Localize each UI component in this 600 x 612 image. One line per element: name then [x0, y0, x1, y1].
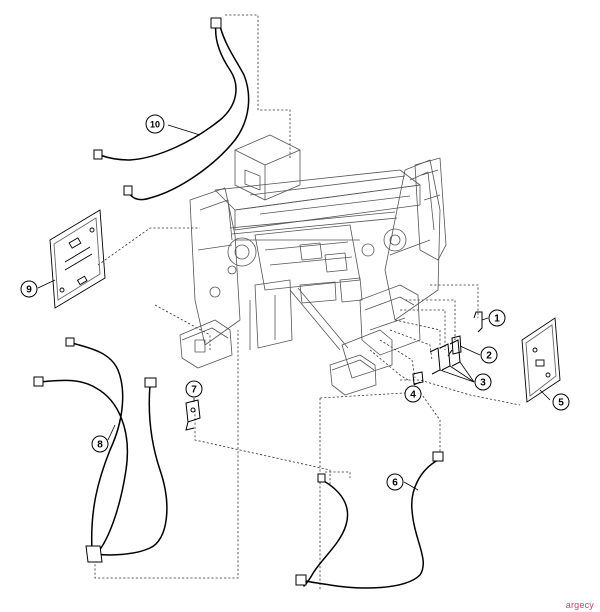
callout-leaders [37, 124, 551, 491]
svg-text:6: 6 [392, 478, 398, 489]
svg-text:10: 10 [150, 120, 160, 130]
svg-text:3: 3 [480, 378, 486, 389]
cable-8-connectors [33, 337, 157, 563]
parts-1-to-4 [412, 311, 483, 385]
callout-3: 3 [474, 373, 492, 391]
svg-text:7: 7 [191, 385, 197, 396]
svg-text:9: 9 [26, 285, 32, 296]
callouts: 1 2 3 4 5 6 7 8 [20, 114, 570, 491]
callout-1: 1 [488, 309, 506, 327]
callout-8: 8 [91, 435, 109, 453]
cable-6-connectors [295, 451, 444, 586]
callout-7: 7 [185, 380, 203, 398]
leader-lines [94, 14, 521, 590]
cable-10 [99, 23, 250, 201]
watermark-text: argecy [565, 600, 594, 610]
cable-8 [39, 342, 168, 556]
svg-text:4: 4 [410, 390, 416, 401]
svg-text:5: 5 [558, 398, 564, 409]
callout-6: 6 [386, 473, 404, 491]
cable-10-connectors [93, 17, 222, 196]
callout-4: 4 [404, 385, 422, 403]
board-9 [49, 209, 106, 309]
callout-5: 5 [552, 393, 570, 411]
callout-9: 9 [20, 280, 38, 298]
printer-frame [179, 134, 447, 396]
board-5 [521, 317, 561, 403]
callout-10: 10 [145, 114, 165, 134]
callout-2: 2 [480, 346, 498, 364]
svg-text:8: 8 [97, 440, 103, 451]
svg-text:1: 1 [494, 314, 500, 325]
svg-text:2: 2 [486, 351, 492, 362]
cable-6 [301, 459, 439, 589]
sensor-7 [185, 399, 201, 431]
